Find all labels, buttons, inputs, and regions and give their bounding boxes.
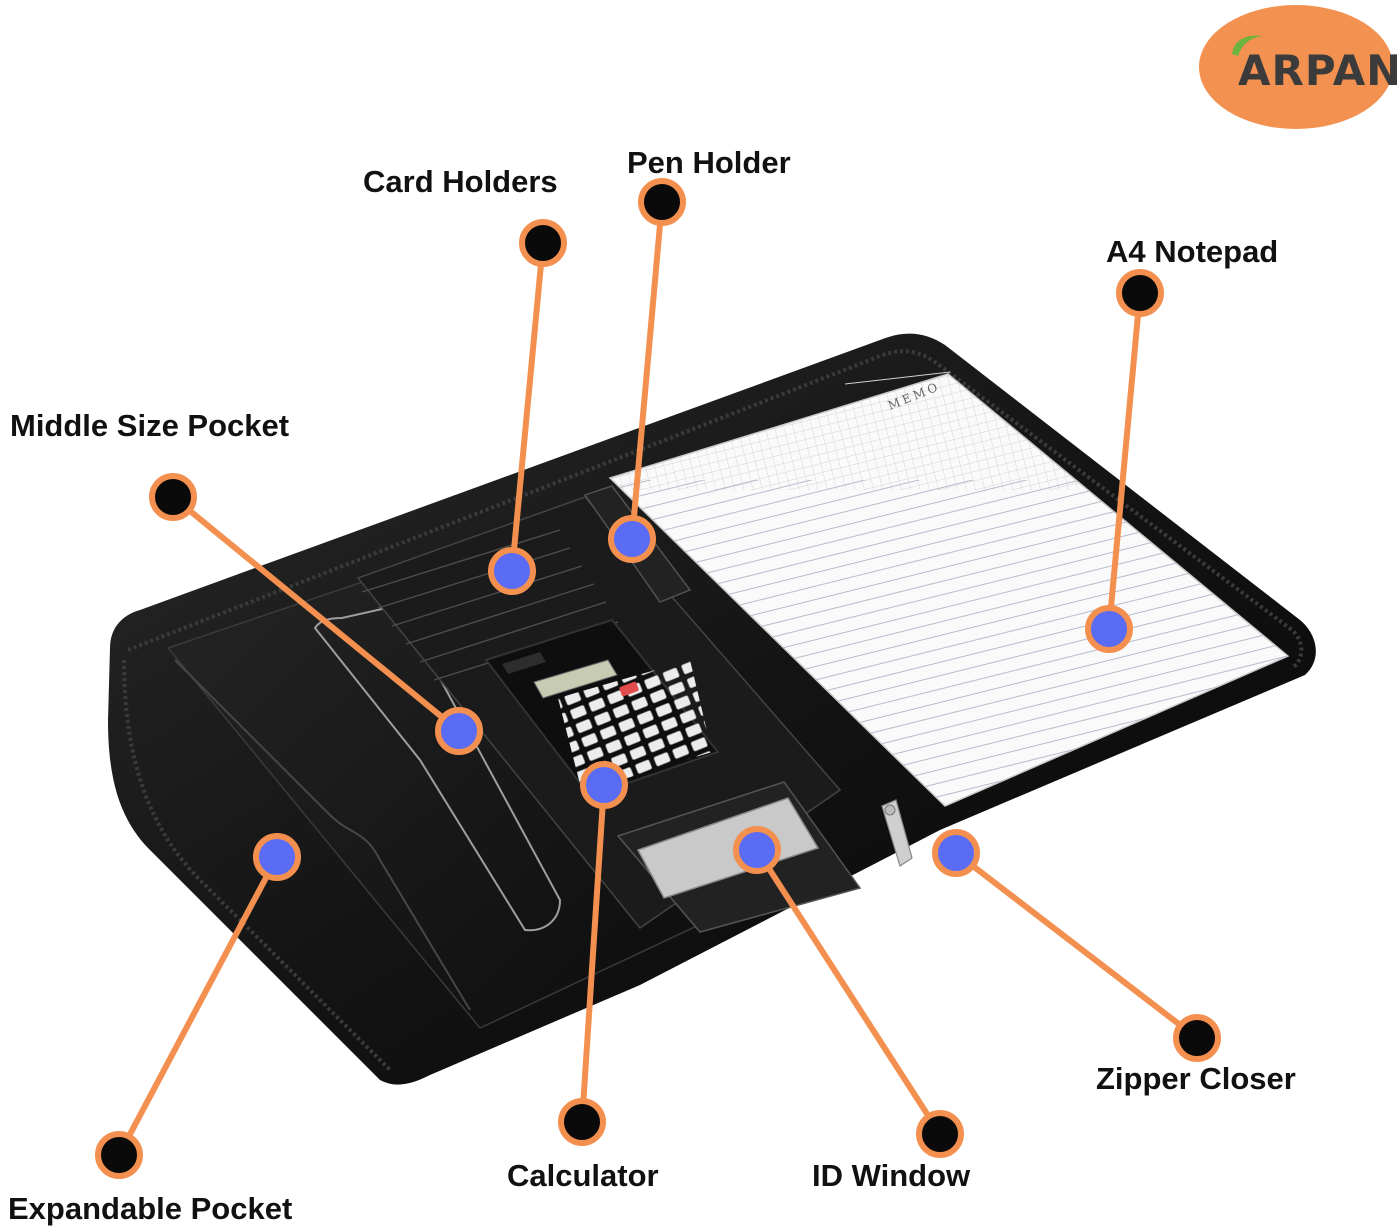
feature-marker-id-window xyxy=(733,826,781,874)
card-holder-slots xyxy=(361,529,619,681)
callout-label-a4-notepad: A4 Notepad xyxy=(1106,234,1279,269)
callout-label-zipper-closer: Zipper Closer xyxy=(1096,1061,1296,1096)
feature-marker-calculator xyxy=(580,761,628,809)
leader-line-a4-notepad xyxy=(1106,292,1143,630)
folio-zipper-track-bottom xyxy=(122,659,392,1072)
padfolio: MEMO xyxy=(108,333,1316,1085)
label-anchor-dot-card-holders xyxy=(519,219,567,267)
brand-logo-text: ARPAN xyxy=(1238,46,1397,95)
folio-zipper-track xyxy=(127,349,1304,670)
feature-marker-card-holders xyxy=(488,547,536,595)
feature-marker-a4-notepad xyxy=(1085,605,1133,653)
feature-marker-middle-size-pocket xyxy=(435,707,483,755)
callout-label-middle-size-pocket: Middle Size Pocket xyxy=(10,408,290,443)
label-anchor-dot-id-window xyxy=(916,1110,964,1158)
logo-leaf-icon xyxy=(1232,35,1262,56)
zipper-pull xyxy=(881,799,913,867)
callout-label-pen-holder: Pen Holder xyxy=(627,145,791,180)
leader-line-id-window xyxy=(754,848,943,1136)
label-anchor-dot-a4-notepad xyxy=(1116,269,1164,317)
label-anchor-dot-pen-holder xyxy=(638,178,686,226)
callout-label-expandable-pocket: Expandable Pocket xyxy=(8,1191,293,1226)
leader-line-zipper-closer xyxy=(954,850,1199,1041)
callout-label-id-window: ID Window xyxy=(812,1158,971,1193)
feature-marker-zipper-closer xyxy=(932,829,980,877)
feature-marker-pen-holder xyxy=(608,515,656,563)
expandable-pocket-flap xyxy=(174,659,471,1011)
leader-line-calculator xyxy=(579,784,607,1123)
callout-label-calculator: Calculator xyxy=(507,1158,659,1193)
label-anchor-dot-middle-size-pocket xyxy=(149,473,197,521)
markers xyxy=(95,178,1221,1179)
leader-line-card-holders xyxy=(509,242,546,572)
leader-line-expandable-pocket xyxy=(116,855,280,1157)
callout-label-card-holders: Card Holders xyxy=(363,164,558,199)
label-anchor-dot-expandable-pocket xyxy=(95,1131,143,1179)
leader-line-pen-holder xyxy=(629,201,665,540)
brand-logo xyxy=(1199,5,1393,129)
label-anchor-dot-calculator xyxy=(558,1098,606,1146)
feature-marker-expandable-pocket xyxy=(253,833,301,881)
leader-line-middle-size-pocket xyxy=(171,494,461,734)
label-anchor-dot-zipper-closer xyxy=(1173,1014,1221,1062)
leader-lines xyxy=(116,201,1199,1157)
calculator-device xyxy=(484,618,720,798)
